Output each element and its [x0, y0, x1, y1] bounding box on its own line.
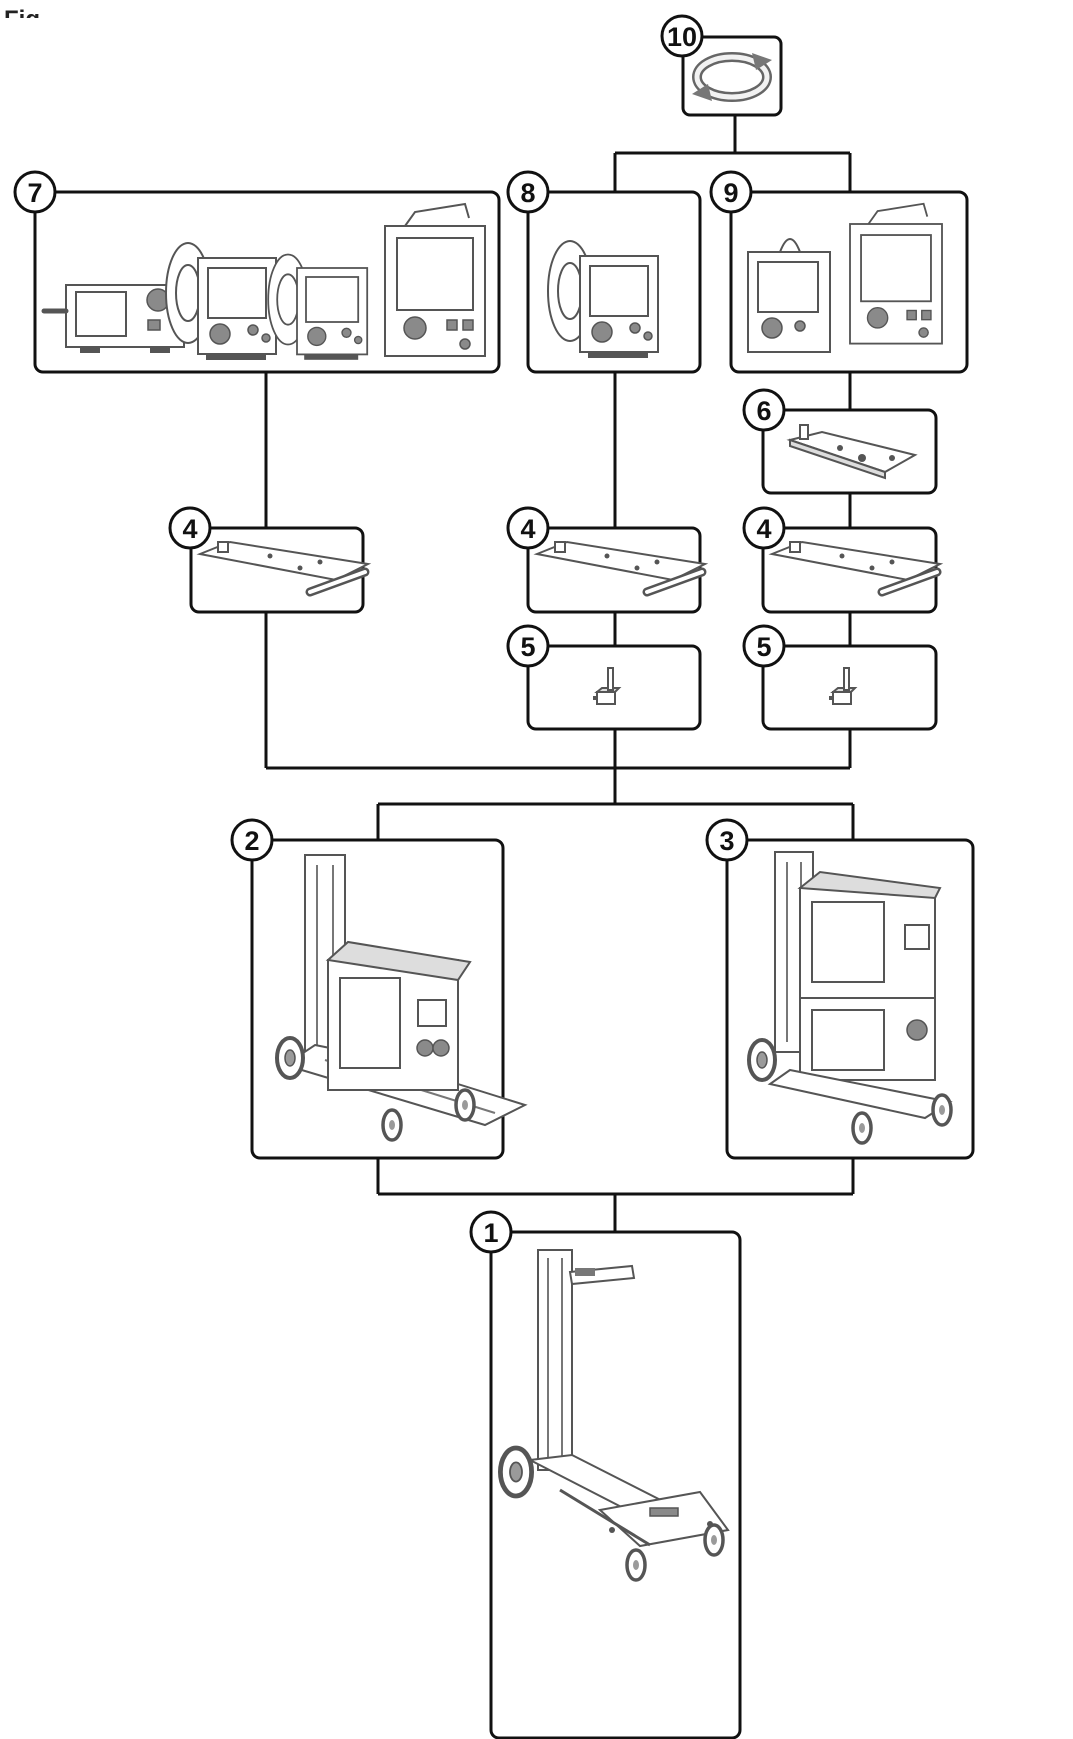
box-8-wire-feeder: [528, 192, 700, 372]
callout-8: 8: [508, 172, 548, 212]
box-1-trolley: [491, 1232, 740, 1738]
callout-9: 9: [711, 172, 751, 212]
svg-text:10: 10: [667, 22, 697, 52]
box-4-adapter-plate-right: [763, 528, 940, 612]
wire-feeder-icon: [548, 241, 658, 358]
svg-text:7: 7: [27, 178, 42, 208]
svg-text:3: 3: [719, 826, 734, 856]
svg-text:4: 4: [182, 514, 197, 544]
svg-text:2: 2: [244, 826, 259, 856]
box-7-wire-feeders: [35, 192, 499, 372]
callout-10: 10: [662, 16, 702, 56]
callout-6: 6: [744, 390, 784, 430]
svg-text:9: 9: [723, 178, 738, 208]
box-4-adapter-plate-left: [191, 528, 368, 612]
box-5-pivot-pin-right: [763, 646, 936, 729]
callout-7: 7: [15, 172, 55, 212]
callout-5-right: 5: [744, 626, 784, 666]
box-4-adapter-plate-middle: [528, 528, 705, 612]
callout-4-middle: 4: [508, 508, 548, 548]
callout-5-middle: 5: [508, 626, 548, 666]
callout-2: 2: [232, 820, 272, 860]
callout-3: 3: [707, 820, 747, 860]
box-6-mounting-plate: [763, 410, 936, 493]
svg-text:5: 5: [520, 632, 535, 662]
callout-4-left: 4: [170, 508, 210, 548]
callout-1: 1: [471, 1212, 511, 1252]
box-9-wire-feeder-power-source: [731, 192, 967, 372]
svg-text:5: 5: [756, 632, 771, 662]
svg-text:4: 4: [756, 514, 771, 544]
box-3-trolley-welder-cooler: [727, 840, 973, 1158]
box-2-trolley-welder: [252, 840, 525, 1158]
svg-text:1: 1: [483, 1218, 498, 1248]
svg-text:8: 8: [520, 178, 535, 208]
svg-text:6: 6: [756, 396, 771, 426]
box-5-pivot-pin-middle: [528, 646, 700, 729]
callout-4-right: 4: [744, 508, 784, 548]
svg-text:4: 4: [520, 514, 535, 544]
